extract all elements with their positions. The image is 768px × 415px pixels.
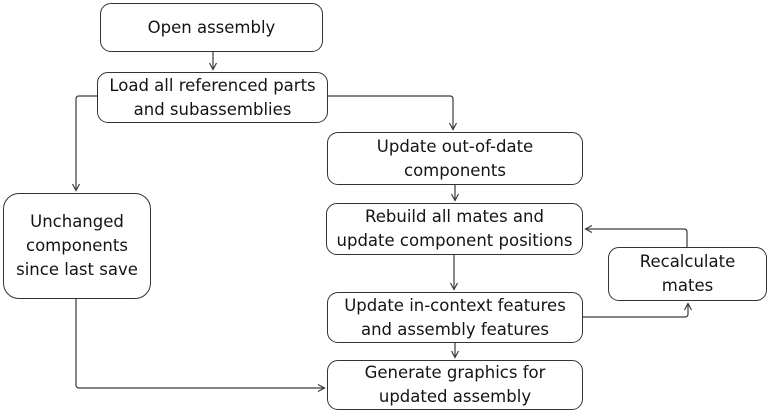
edge-load-to-update-ood (328, 95, 458, 131)
edge-unchanged-to-generate (75, 299, 326, 393)
node-unchanged-components: Unchanged components since last save (3, 193, 151, 299)
node-update-in-context-features: Update in-context features and assembly … (327, 292, 583, 343)
node-load-referenced-parts: Load all referenced parts and subassembl… (97, 72, 328, 123)
edge-features-to-recalc (583, 302, 693, 318)
edge-recalc-to-rebuild (584, 224, 688, 247)
node-recalculate-mates: Recalculate mates (608, 247, 767, 301)
node-rebuild-all-mates: Rebuild all mates and update component p… (326, 203, 583, 255)
node-generate-graphics: Generate graphics for updated assembly (327, 360, 583, 410)
node-open-assembly: Open assembly (100, 3, 323, 52)
node-update-out-of-date-components: Update out-of-date components (327, 132, 583, 185)
edge-load-to-unchanged (71, 95, 97, 192)
